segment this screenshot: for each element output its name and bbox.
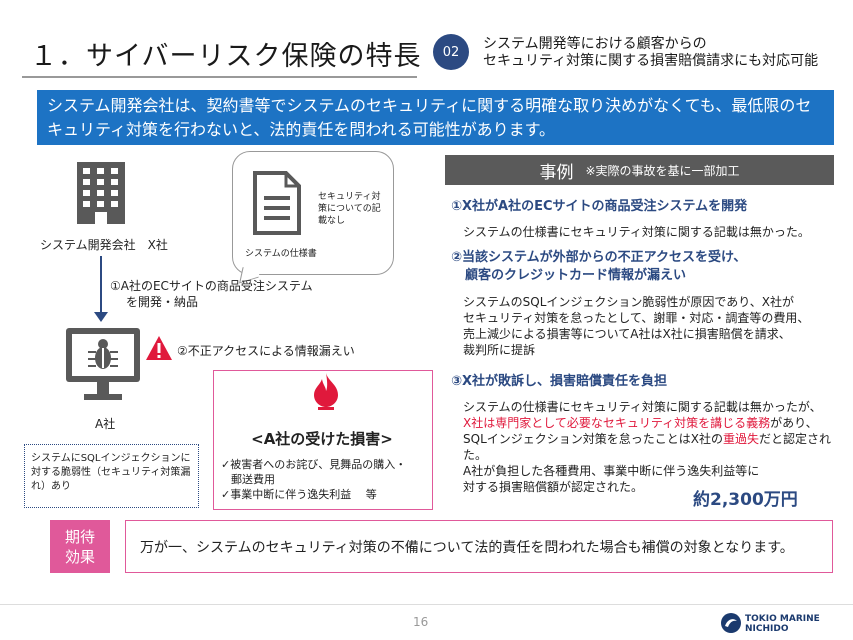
case-item2-title: ②当該システムが外部からの不正アクセスを受け、 顧客のクレジットカード情報が漏え…: [451, 249, 746, 285]
summary-banner: システム開発会社は、契約書等でシステムのセキュリティに関する明確な取り決めがなく…: [37, 90, 834, 145]
warning-icon: [146, 336, 172, 360]
case-item2-body-line2: セキュリティ対策を怠ったとして、謝罪・対応・調査等の費用、: [463, 311, 810, 325]
building-icon: [77, 162, 125, 224]
gross-negligence-highlight: 重過失: [722, 432, 759, 446]
case-item1-title: ①X社がA社のECサイトの商品受注システムを開発: [451, 199, 748, 214]
title-divider: [22, 76, 417, 78]
loss-title: <A社の受けた損害>: [251, 430, 393, 448]
case-item3-body-line5: 対する損害賠償額が認定された。: [463, 480, 644, 494]
page-title: １．サイバーリスク保険の特長: [30, 41, 422, 72]
case-item3-body: システムの仕様書にセキュリティ対策に関する記載は無かったが、 X社は専門家として…: [463, 399, 853, 495]
logo-line1: TOKIO MARINE: [745, 614, 820, 624]
loss-item-1-line2: 郵送費用: [231, 473, 275, 486]
case-item3-body-line3: SQLインジェクション対策を怠ったことはX社の重過失だと認定された。: [463, 432, 832, 462]
footer-divider: [0, 604, 853, 605]
client-label: A社: [95, 417, 116, 431]
section-subtitle-line2: セキュリティ対策に関する損害賠償請求にも対応可能: [483, 53, 819, 69]
case-item2-body-line1: システムのSQLインジェクション脆弱性が原因であり、X社が: [463, 295, 795, 309]
section-subtitle-line1: システム開発等における顧客からの: [483, 36, 707, 52]
bubble-caption: システムの仕様書: [245, 249, 317, 259]
flow-step1: ①A社のECサイトの商品受注システム を開発・納品: [110, 278, 313, 310]
case-item2-body: システムのSQLインジェクション脆弱性が原因であり、X社が セキュリティ対策を怠…: [463, 294, 809, 358]
flow-arrow-head: [94, 312, 108, 322]
effect-label-line1: 期待: [64, 527, 95, 546]
fire-icon: [314, 373, 338, 410]
bubble-note: セキュリティ対策についての記載なし: [318, 192, 381, 226]
company-logo-text: TOKIO MARINE NICHIDO: [745, 614, 820, 634]
case-heading: 事例 ※実際の事故を基に一部加工: [445, 155, 834, 185]
monitor-bug-icon: [66, 328, 140, 400]
section-subtitle: システム開発等における顧客からの セキュリティ対策に関する損害賠償請求にも対応可…: [483, 36, 818, 70]
effect-label-line2: 効果: [64, 547, 95, 566]
case-item2-title-line2: 顧客のクレジットカード情報が漏えい: [465, 268, 687, 283]
vulnerability-note: システムにSQLインジェクションに対する脆弱性（セキュリティ対策漏れ）あり: [24, 444, 199, 508]
case-item3-body-line1: システムの仕様書にセキュリティ対策に関する記載は無かったが、: [463, 400, 822, 414]
case-item2-body-line3: 売上減少による損害等についてA社はX社に損害賠償を請求、: [463, 327, 791, 341]
case-item3-title: ③X社が敗訴し、損害賠償責任を負担: [451, 374, 668, 389]
flow-step1-line1: ①A社のECサイトの商品受注システム: [110, 279, 313, 293]
effect-text: 万が一、システムのセキュリティ対策の不備について法的責任を問われた場合も補償の対…: [125, 520, 833, 573]
loss-list: ✓被害者へのお詫び、見舞品の購入・ 郵送費用 ✓事業中断に伴う逸失利益 等: [221, 457, 406, 502]
company-label: システム開発会社 X社: [40, 238, 168, 252]
case-item2-body-line4: 裁判所に提訴: [463, 343, 536, 357]
company-logo-icon: [721, 613, 741, 633]
flow-step2: ②不正アクセスによる情報漏えい: [177, 344, 355, 358]
damages-amount: 約2,300万円: [693, 490, 798, 510]
case-item2-title-line1: ②当該システムが外部からの不正アクセスを受け、: [451, 250, 747, 265]
case-item3-body-line2: X社は専門家として必要なセキュリティ対策を講じる義務があり、: [463, 416, 818, 430]
effect-label: 期待 効果: [50, 520, 110, 573]
loss-item-1-line1: ✓被害者へのお詫び、見舞品の購入・: [221, 458, 407, 471]
section-badge: 02: [433, 34, 469, 70]
case-heading-note: ※実際の事故を基に一部加工: [585, 163, 740, 178]
case-item1-body: システムの仕様書にセキュリティ対策に関する記載は無かった。: [463, 225, 810, 239]
duty-highlight: X社は専門家として必要なセキュリティ対策を講じる義務: [463, 416, 771, 430]
document-icon: [253, 171, 301, 235]
logo-line2: NICHIDO: [745, 624, 789, 634]
flow-step1-line2: を開発・納品: [126, 295, 199, 309]
case-heading-label: 事例: [539, 162, 574, 183]
flow-arrow-line: [100, 256, 102, 316]
page-number: 16: [413, 615, 429, 629]
case-item3-body-line4: A社が負担した各種費用、事業中断に伴う逸失利益等に: [463, 464, 760, 478]
loss-item-2: ✓事業中断に伴う逸失利益 等: [221, 488, 377, 501]
